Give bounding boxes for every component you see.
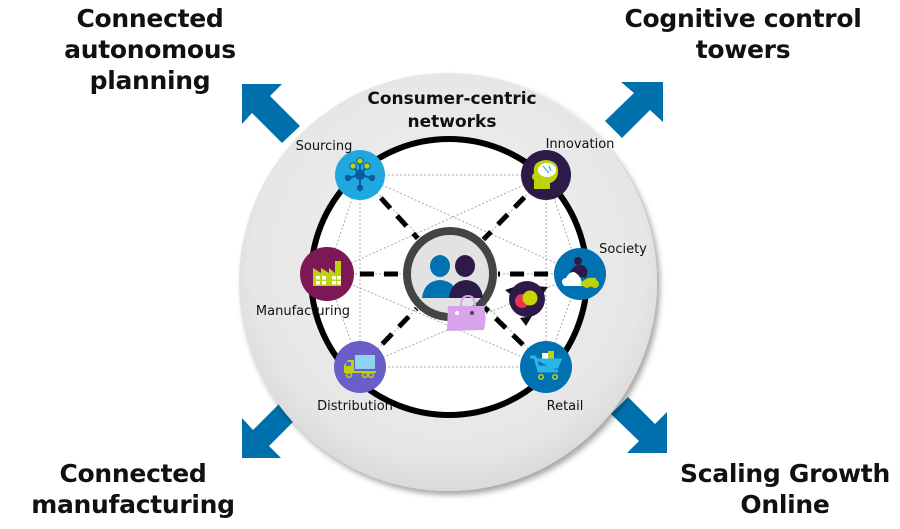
network-hub-icon [344,157,376,192]
node-label-sourcing: Sourcing [296,139,353,154]
factory-icon [313,261,341,286]
spoke-innovation [481,195,527,242]
hub-title-line-2: networks [408,112,497,132]
title-connected-manufacturing: Connected manufacturing [18,458,248,520]
node-label-society: Society [599,242,647,257]
shopping-cart-icon [530,351,563,381]
arrow-top-right-icon [605,82,663,138]
title-line: manufacturing [31,490,235,519]
arrow-top-left-icon [242,84,300,143]
hub-spokes [360,195,548,347]
speech-bubbles-node[interactable] [505,281,548,326]
node-retail[interactable]: Retail [520,341,583,414]
consumers-hub[interactable] [403,227,497,331]
title-scaling-growth-online: Scaling Growth Online [672,458,898,520]
shopping-bag-icon [447,294,486,331]
node-society[interactable]: Society [554,242,647,300]
title-cognitive-control-towers: Cognitive control towers [615,3,871,65]
title-line: Online [740,490,830,519]
community-people-icon [562,257,599,288]
title-line: autonomous planning [64,35,236,95]
title-line: Connected [76,4,224,33]
title-line: Connected [59,459,207,488]
node-label-innovation: Innovation [546,137,615,152]
node-innovation[interactable]: Innovation [521,137,614,200]
node-sourcing[interactable]: Sourcing [296,139,385,200]
arrow-bottom-left-icon [242,402,297,458]
node-label-distribution: Distribution [317,399,393,414]
speech-bubbles-icon [515,290,538,308]
node-label-manufacturing: Manufacturing [256,304,350,319]
title-connected-autonomous-planning: Connected autonomous planning [0,3,300,96]
spoke-distribution [380,306,419,346]
spoke-retail [482,305,525,347]
node-label-retail: Retail [547,399,584,414]
spoke-sourcing [379,196,420,241]
web-line [326,174,547,275]
brain-head-icon [532,160,559,189]
truck-icon [344,355,376,379]
title-line: Cognitive control [624,4,862,33]
web-line [359,174,581,275]
title-line: towers [695,35,791,64]
arrow-bottom-right-icon [611,397,667,453]
consumers-icon [422,255,483,298]
node-manufacturing[interactable]: Manufacturing [256,247,354,319]
hub-title-line-1: Consumer-centric [367,89,536,109]
node-distribution[interactable]: Distribution [317,341,393,414]
title-line: Scaling Growth [680,459,890,488]
